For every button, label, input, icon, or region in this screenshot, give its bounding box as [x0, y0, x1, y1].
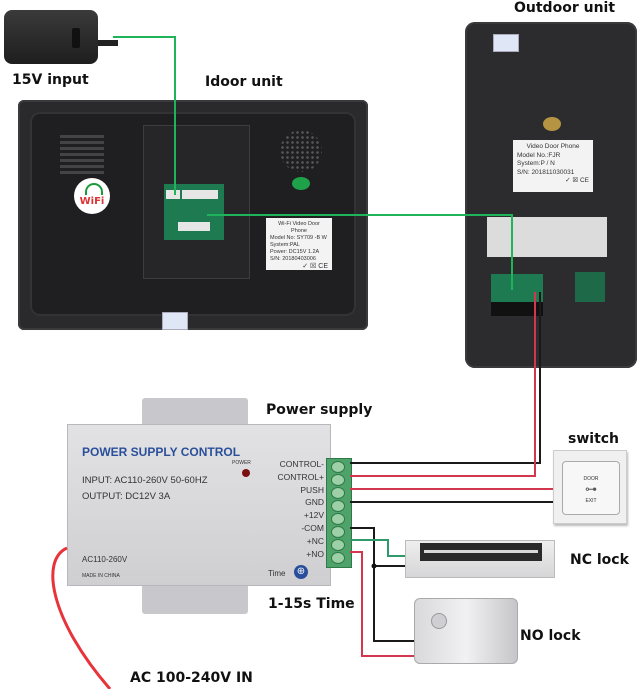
psu-input-rating: INPUT: AC110-260V 50-60HZ: [82, 475, 208, 486]
wifi-text: WiFi: [79, 196, 105, 207]
terminal-screw-icon: [331, 526, 345, 538]
qr-code-icon: [162, 312, 188, 330]
terminal-label-control: CONTROL+: [277, 471, 324, 482]
indoor-label-model: Model No: SY709 -B W: [270, 235, 327, 241]
switch-exit-text: EXIT: [585, 498, 597, 504]
wire-control-minus: [350, 292, 541, 464]
terminal-screw-icon: [331, 474, 345, 486]
wire-ac-input: [51, 546, 112, 689]
psu-bottom-mounting-ear: [142, 582, 248, 614]
switch-door-text: DOOR: [583, 476, 599, 482]
terminal-label-com: -COM: [301, 523, 324, 533]
power-adapter: [4, 10, 118, 64]
terminal-label-control: CONTROL-: [279, 459, 324, 469]
qc-badge-icon: [543, 117, 561, 131]
indoor-label-system: System:PAL: [270, 242, 300, 248]
key-icon: ⊶: [585, 482, 597, 496]
terminal-label-12v: +12V: [303, 510, 324, 521]
wire-adapter-to-indoor: [113, 36, 176, 195]
certification-marks-icon: ✓ ☒ CE: [565, 177, 589, 184]
psu-ac-label: AC110-260V: [82, 555, 128, 564]
terminal-label-no: +NO: [306, 548, 324, 559]
power-supply-control-box: POWER SUPPLY CONTROL INPUT: AC110-260V 5…: [67, 424, 331, 586]
outdoor-label-model: Model No.:FJR: [517, 151, 561, 159]
indoor-label-title: Wi-Fi Video Door Phone: [278, 221, 320, 234]
adapter-cord: [98, 40, 118, 46]
outdoor-label-sn: S/N: 201811030031: [517, 168, 575, 176]
no-electric-lock: [414, 598, 518, 664]
terminal-screw-icon: [331, 500, 345, 512]
terminal-label-nc: +NC: [306, 535, 324, 546]
green-badge-icon: [292, 177, 310, 190]
outdoor-label-system: System:P / N: [517, 160, 555, 167]
terminal-screw-icon: [331, 539, 345, 551]
wire-no: [350, 551, 414, 657]
terminal-screw-icon: [331, 487, 345, 499]
outdoor-terminal-plate: [487, 217, 607, 257]
terminal-label-gnd: GND: [305, 497, 324, 508]
indoor-label-power: Power: DC15V 1.2A: [270, 249, 320, 255]
certification-marks-icon: ✓ ☒ CE: [302, 263, 328, 270]
psu-made-in: MADE IN CHINA: [82, 573, 120, 579]
outdoor-connector-block: [491, 302, 543, 316]
rj-connector-icon: [575, 272, 605, 302]
wifi-badge: WiFi: [74, 178, 110, 214]
wire-control-plus: [350, 292, 536, 477]
terminal-block: [326, 458, 352, 568]
label-nc-lock: NC lock: [570, 552, 629, 568]
adapter-plug-icon: [72, 28, 80, 48]
wire-com: [350, 527, 414, 642]
power-led-label: POWER: [232, 460, 251, 466]
terminal-screw-icon: [331, 461, 345, 473]
label-no-lock: NO lock: [520, 628, 581, 644]
label-power-supply: Power supply: [266, 402, 373, 418]
psu-output-rating: OUTPUT: DC12V 3A: [82, 491, 171, 502]
terminal-screw-icon: [331, 552, 345, 564]
outdoor-label-title: Video Door Phone: [526, 143, 580, 150]
terminal-label-push: PUSH: [300, 484, 324, 495]
terminal-screw-icon: [331, 513, 345, 525]
psu-title: POWER SUPPLY CONTROL: [82, 445, 241, 459]
label-ac-input: AC 100-240V IN: [130, 670, 253, 686]
label-15v-input: 15V input: [12, 72, 89, 88]
lock-cylinder-icon: [431, 613, 447, 629]
wire-indoor-to-outdoor: [207, 214, 513, 290]
qr-code-icon: [493, 34, 519, 52]
indoor-label-sn: S/N: 20180403006: [270, 256, 316, 262]
label-outdoor-unit: Outdoor unit: [514, 0, 616, 16]
nc-magnetic-lock: [405, 540, 555, 578]
psu-time-label: Time: [268, 569, 286, 578]
indoor-rating-label: Wi-Fi Video Door Phone Model No: SY709 -…: [266, 218, 332, 270]
label-time-range: 1-15s Time: [268, 596, 355, 612]
speaker-grille-icon: [280, 130, 322, 172]
wifi-icon: [85, 183, 103, 195]
vent-grille-icon: [60, 135, 104, 175]
wire-junction-dot: [371, 563, 377, 569]
label-switch: switch: [568, 431, 620, 447]
wire-nc: [350, 539, 405, 557]
exit-switch: DOOR ⊶ EXIT: [553, 450, 627, 524]
psu-top-mounting-ear: [142, 398, 248, 426]
time-adjust-knob[interactable]: ⊕: [294, 565, 308, 579]
outdoor-rating-label: Video Door Phone Model No.:FJR System:P …: [513, 140, 593, 192]
outdoor-unit: Video Door Phone Model No.:FJR System:P …: [465, 22, 637, 368]
label-indoor-unit: Idoor unit: [205, 74, 283, 90]
power-led-icon: [242, 469, 250, 477]
